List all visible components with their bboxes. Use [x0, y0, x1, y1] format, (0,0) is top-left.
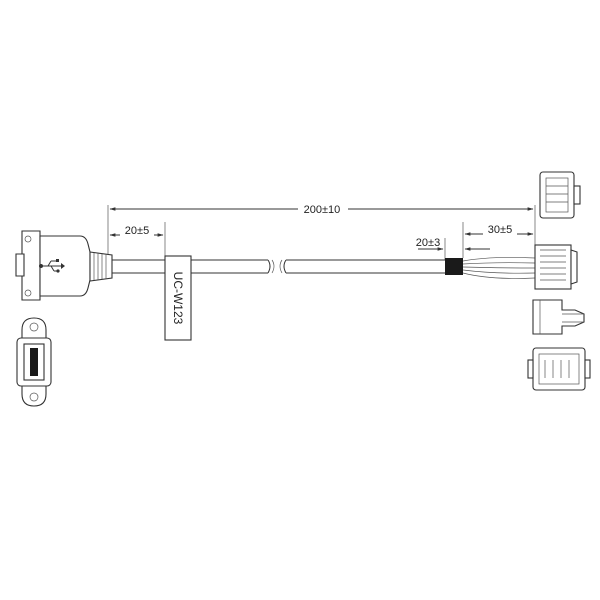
- dimension-jacket-strip: 20±3: [416, 222, 490, 260]
- wire-connector-end: [532, 299, 585, 335]
- jacket-end: [445, 258, 463, 275]
- dimension-wire-breakout: 30±5: [464, 223, 534, 236]
- overall-length-text: 200±10: [304, 204, 341, 216]
- cable-right-segment: [279, 259, 445, 274]
- cable-left-segment: [112, 259, 275, 274]
- jacket-strip-text: 20±3: [416, 237, 440, 249]
- wire-breakout-text: 30±5: [488, 224, 512, 236]
- cable-label-tag: UC-W123: [164, 255, 192, 341]
- usb-panel-connector-side: [15, 230, 113, 301]
- label-offset-text: 20±5: [125, 225, 149, 237]
- dimension-overall-length: 200±10: [107, 201, 536, 262]
- dimension-label-offset: 20±5: [109, 222, 166, 258]
- wire-connector-side: [534, 244, 578, 290]
- cable-label-text: UC-W123: [171, 272, 185, 325]
- wire-connector-front: [527, 347, 591, 391]
- usb-icon: [39, 259, 65, 273]
- wire-connector-top: [539, 171, 581, 219]
- usb-panel-connector-front: [16, 317, 52, 407]
- breakout-wires: [462, 257, 536, 279]
